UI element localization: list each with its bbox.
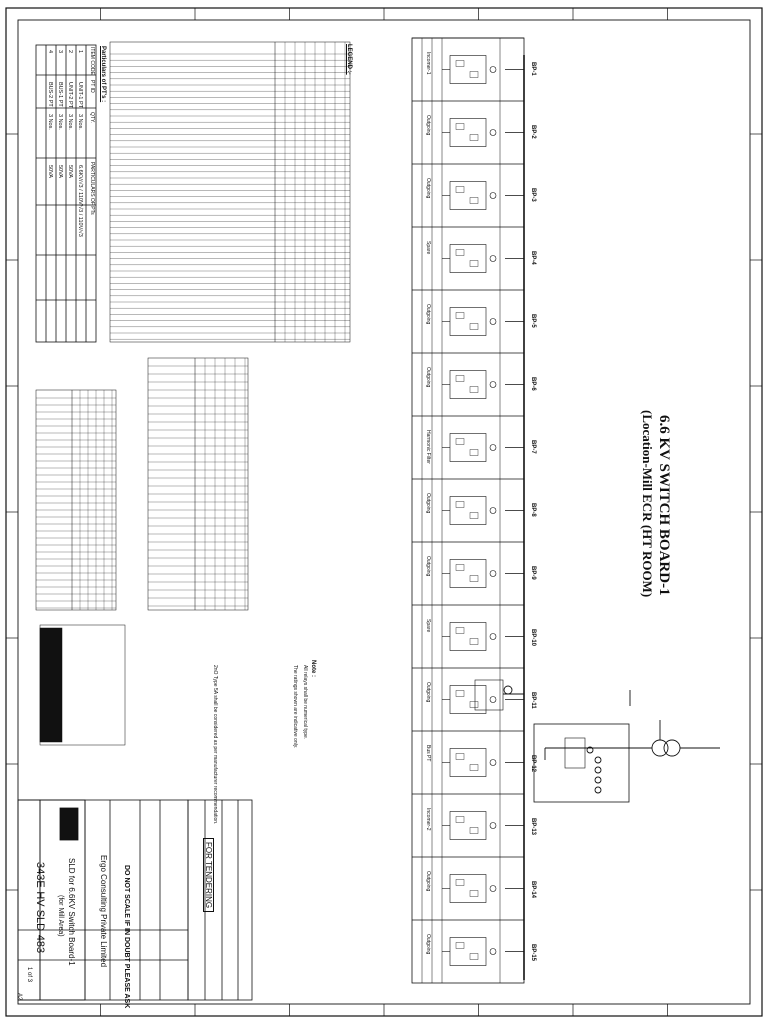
- pt-table-cell: UNIT-1 PT: [77, 82, 83, 108]
- panel-feeder-label: Incomer-2: [425, 807, 431, 831]
- pt-table-cell: 6.6KV/√3 / 110V/√3 / 110V/√3: [77, 165, 83, 237]
- panel-bp-4: [412, 226, 524, 273]
- panel-id-label: BP-10: [530, 628, 536, 646]
- pt-table-cell: 50VA: [67, 165, 73, 179]
- panel-id-label: BP-14: [530, 880, 536, 898]
- pt-table-cell: UNIT-2 PT: [67, 82, 73, 108]
- panel-bp-3: [412, 163, 524, 210]
- pt-table-cell: 3 Nos.: [57, 114, 63, 130]
- drawing-title-line2: (for Mill Area): [57, 895, 64, 937]
- board-title: 6.6 KV SWITCH BOARD-1: [656, 415, 672, 596]
- note-3: 2nO Type 5A shall be considered as per m…: [212, 665, 218, 825]
- panel-bp-13: [412, 793, 524, 840]
- panel-bp-14: [412, 856, 524, 903]
- legend-table: [109, 41, 351, 343]
- panel-feeder-label: Harmonic Filter: [425, 429, 431, 464]
- pt-table-cell: BUS-2 PT: [47, 82, 53, 107]
- panel-feeder-label: Bus PT: [425, 744, 431, 761]
- panel-feeder-label: Spare: [425, 618, 431, 632]
- sld-diagram: [411, 37, 525, 984]
- notes-heading: Note :: [310, 660, 316, 677]
- panel-bp-8: [412, 478, 524, 525]
- panel-id-label: BP-12: [530, 754, 536, 772]
- panel-bp-6: [412, 352, 524, 399]
- pt-table-cell: 3 Nos.: [77, 114, 83, 130]
- panel-feeder-label: Outgoing: [425, 870, 431, 891]
- sheet-number: 1 of 3: [26, 967, 32, 983]
- pt-table-cell: 3 Nos.: [67, 114, 73, 130]
- legend-heading: LEGEND :-: [346, 44, 352, 75]
- note-2: The ratings shown are indicative only.: [292, 665, 298, 749]
- panel-id-label: BP-3: [530, 187, 536, 202]
- pt-table-cell: 1: [77, 50, 83, 54]
- drawing-title-line1: SLD for 6.6KV Switch Board-1: [67, 858, 76, 966]
- pt-col-item: ITEM CODE: [89, 47, 95, 75]
- panel-id-label: BP-2: [530, 124, 536, 139]
- pt-table-cell: BUS-1 PT: [57, 82, 63, 107]
- panel-feeder-label: Outgoing: [425, 492, 431, 513]
- panel-bp-1: [412, 37, 524, 84]
- panel-bp-5: [412, 289, 524, 336]
- indicating-lamps-table: [147, 357, 249, 611]
- tender-stamp: FOR TENDERING: [203, 838, 214, 913]
- panel-id-label: BP-15: [530, 943, 536, 961]
- panel-feeder-label: Outgoing: [425, 933, 431, 954]
- pt-table-cell: 2: [67, 50, 73, 54]
- panel-feeder-label: Spare: [425, 240, 431, 254]
- pt-col-particulars: PARTICULARS OF PTs: [89, 162, 95, 215]
- pt-col-id: PT ID: [89, 80, 95, 93]
- panel-id-label: BP-11: [530, 691, 536, 709]
- panel-id-label: BP-7: [530, 439, 536, 454]
- revision: A2: [16, 993, 22, 1001]
- panel-id-label: BP-9: [530, 565, 536, 580]
- panel-feeder-label: Outgoing: [425, 303, 431, 324]
- panel-bp-9: [412, 541, 524, 588]
- pt-table-cell: 3 Nos.: [47, 114, 53, 130]
- panel-feeder-label: Outgoing: [425, 177, 431, 198]
- panel-feeder-label: Outgoing: [425, 366, 431, 387]
- panel-id-label: BP-6: [530, 376, 536, 391]
- panel-feeder-label: Incomer-1: [425, 51, 431, 75]
- panel-bp-7: [412, 415, 524, 462]
- consultant-name: Ergo Consulting Private Limited: [99, 855, 108, 968]
- panel-bp-10: [412, 604, 524, 651]
- panel-id-label: BP-13: [530, 817, 536, 835]
- panel-id-label: BP-1: [530, 61, 536, 76]
- relay-legend-table: [35, 389, 117, 611]
- pt-col-qty: QTY.: [89, 112, 95, 124]
- title-block: [17, 799, 253, 1001]
- caution-note: DO NOT SCALE IF IN DOUBT PLEASE ASK: [123, 865, 130, 1009]
- pt-table-heading: Particulars of PT's :: [100, 46, 106, 103]
- panel-feeder-label: Outgoing: [425, 681, 431, 702]
- pt-table-cell: 4: [47, 50, 53, 54]
- panel-bp-11: [412, 667, 524, 714]
- panel-feeder-label: Outgoing: [425, 114, 431, 135]
- pt-table-cell: 50VA: [57, 165, 63, 179]
- panel-bp-2: [412, 100, 524, 147]
- pt-table-cell: 50VA: [47, 165, 53, 179]
- panel-bp-15: [412, 919, 524, 966]
- panel-id-label: BP-8: [530, 502, 536, 517]
- note-1: All relays shall be numerical type.: [302, 665, 308, 740]
- panel-feeder-label: Outgoing: [425, 555, 431, 576]
- panel-bp-12: [412, 730, 524, 777]
- incoming-transformer: [474, 679, 720, 803]
- board-location: (Location-Mill ECR (HT ROOM): [640, 410, 655, 598]
- symbol-legend: [39, 624, 126, 746]
- pt-table-cell: 3: [57, 50, 63, 54]
- panel-id-label: BP-5: [530, 313, 536, 328]
- drawing-number: 343E-HV-SLD-483: [34, 862, 46, 954]
- pt-particulars-table: [35, 44, 97, 343]
- panel-id-label: BP-4: [530, 250, 536, 265]
